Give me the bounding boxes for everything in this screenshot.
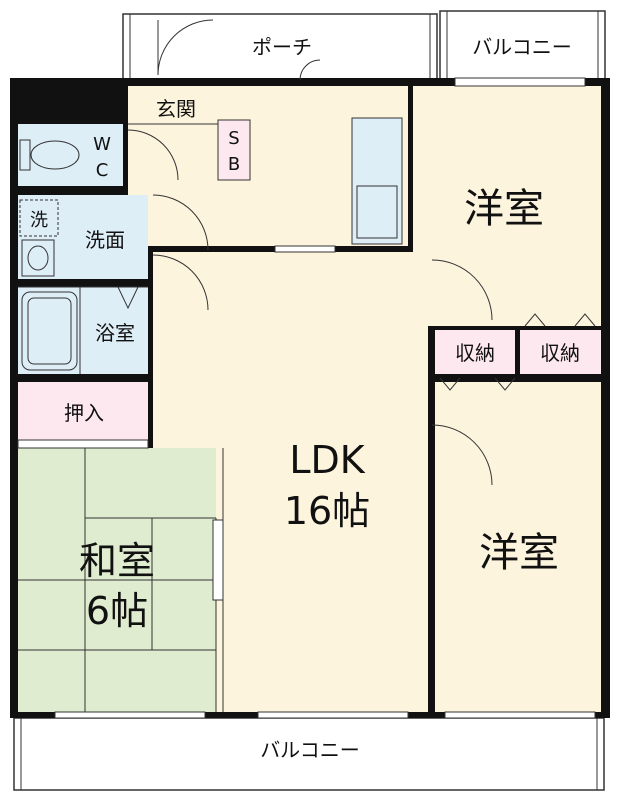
wc-w-label: W [93,134,111,155]
storage-right-floor [520,330,601,374]
oshiire-floor [18,382,148,440]
shoebox-floor [217,119,251,181]
porch-area [122,13,438,81]
doors [117,19,596,486]
washitsu-size-label: 6帖 [86,589,148,633]
balcony-top-label: バルコニー [472,35,572,59]
washbasin-icon [21,239,55,277]
washing-machine-icon [19,199,59,237]
ldk-lower-floor [223,440,428,712]
entrance-label: 玄関 [156,97,196,121]
washer-label: 洗 [30,210,48,231]
wc-c-label: C [96,160,109,181]
western-bottom-floor [435,382,601,712]
washitsu-name-label: 和室 [79,539,155,583]
western-top-label: 洋室 [464,186,544,232]
shoebox-b-label: B [228,154,240,175]
ldk-size-label: 16帖 [284,489,370,533]
shoebox-s-label: S [228,128,239,149]
storage-right-label: 収納 [540,341,580,365]
storage-left-floor [435,330,515,374]
bathroom-label: 浴室 [95,321,135,345]
bathtub-icon [21,291,78,371]
top-balcony-area [439,10,606,81]
oshiire-label: 押入 [64,401,104,425]
windows [17,77,596,719]
toilet-icon [19,139,80,171]
western-top-floor [413,86,601,326]
storage-left-label: 収納 [455,341,495,365]
balcony-bottom-label: バルコニー [260,738,360,762]
interior-lines [18,123,224,712]
western-bottom-label: 洋室 [479,530,559,576]
sink-icon [356,185,398,239]
porch-label: ポーチ [252,35,312,59]
bottom-balcony-area [13,717,605,791]
ldk-name-label: LDK [289,438,365,482]
washroom-label: 洗面 [85,228,125,252]
